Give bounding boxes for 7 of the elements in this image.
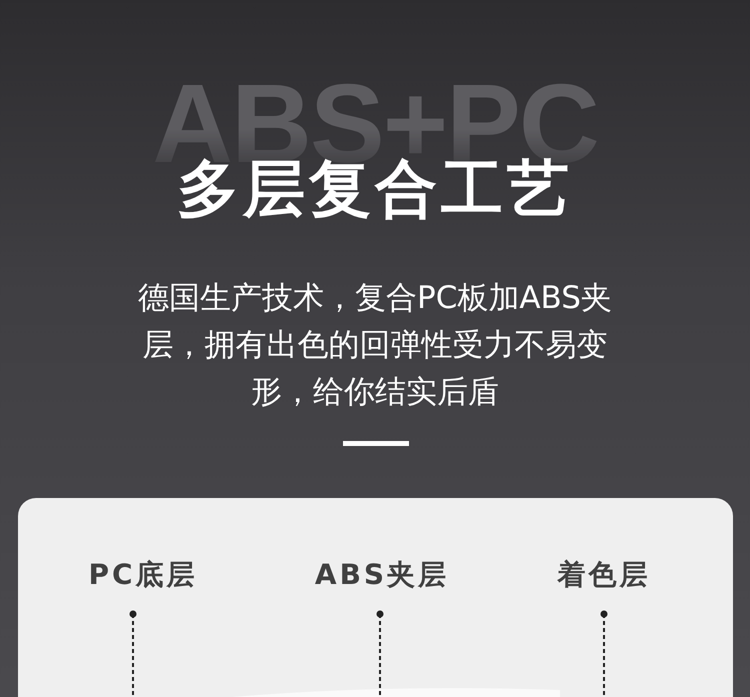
leader-line [376, 610, 384, 697]
layer-label: ABS夹层 [292, 555, 472, 595]
leader-line [600, 610, 608, 697]
layer-label: 着色层 [514, 555, 694, 595]
description-text: 德国生产技术，复合PC板加ABS夹层，拥有出色的回弹性受力不易变形，给你结实后盾 [137, 279, 613, 412]
leader-line [130, 610, 136, 697]
layer-label: PC底层 [53, 555, 233, 595]
